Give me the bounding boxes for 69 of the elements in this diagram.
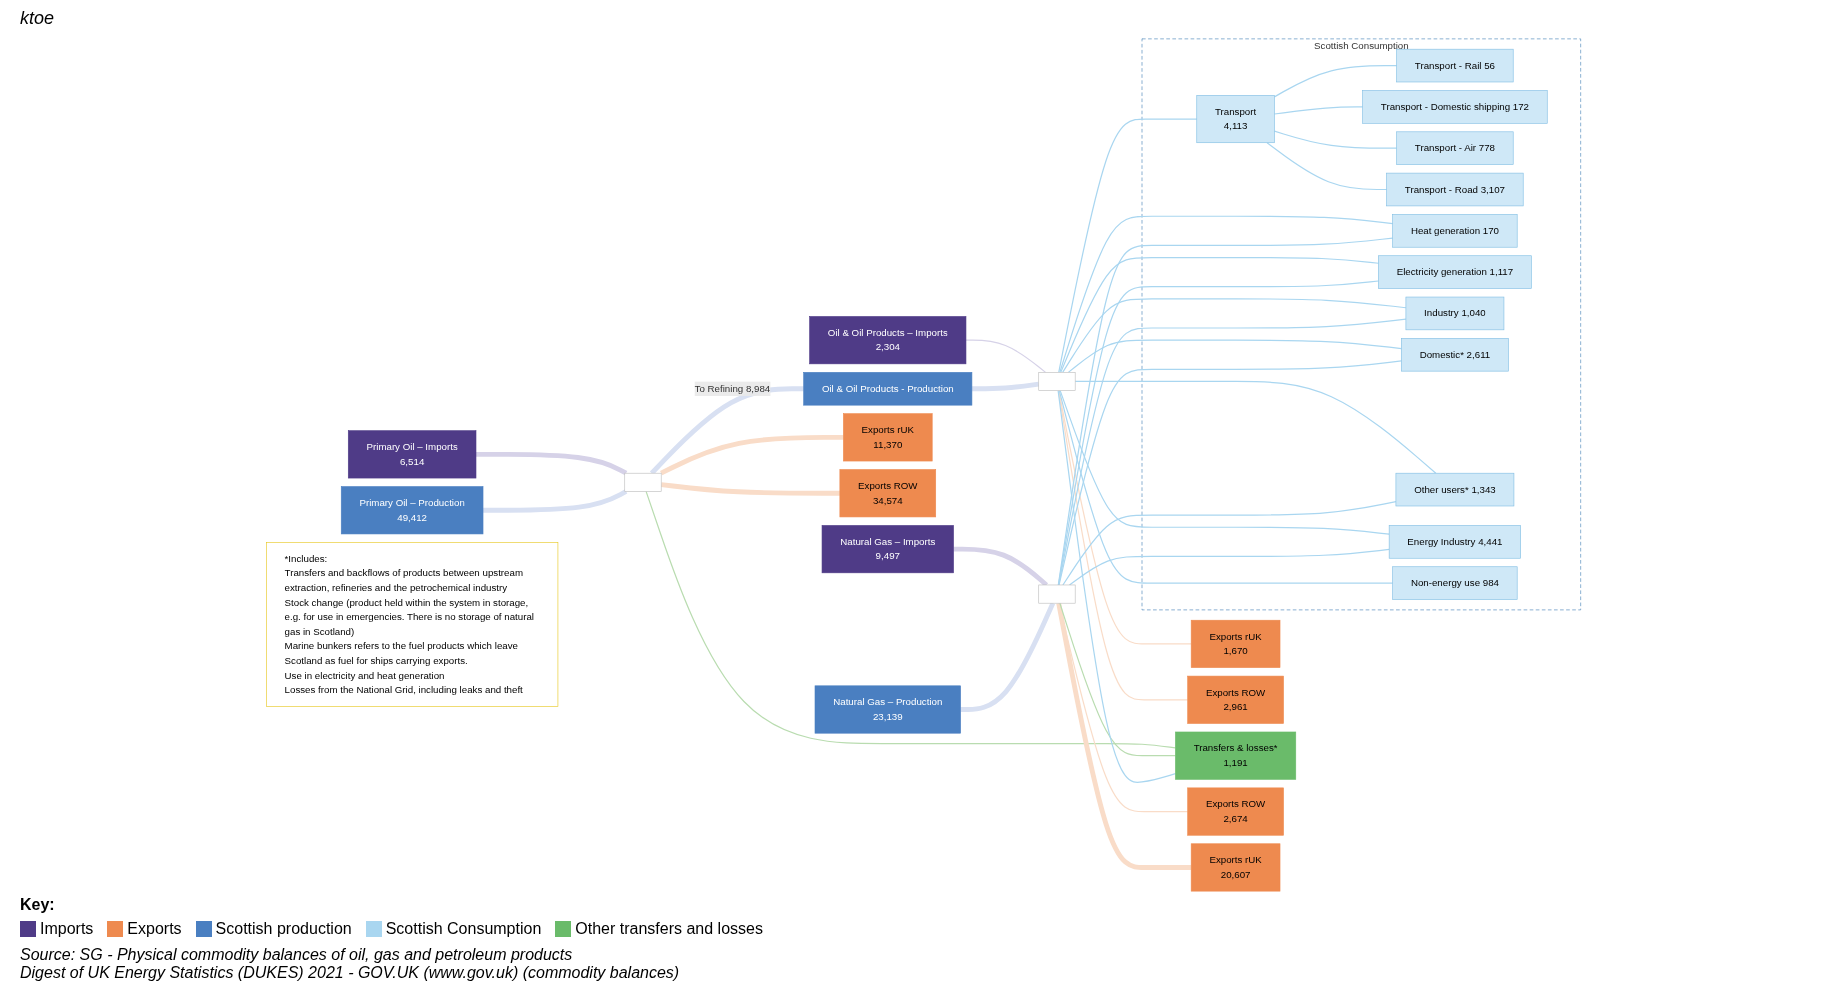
legend-label: Imports <box>40 920 94 938</box>
node-box: Exports ROW 2,961 <box>1187 675 1284 724</box>
connector <box>1273 130 1398 149</box>
node-box: Exports rUK 11,370 <box>843 413 933 462</box>
node-box: Heat generation 170 <box>1392 214 1518 248</box>
legend-label: Other transfers and losses <box>575 920 763 938</box>
key-title: Key: <box>20 896 55 914</box>
legend-label: Scottish Consumption <box>385 920 542 938</box>
node-box: Exports ROW 34,574 <box>839 469 937 518</box>
node-box: Transport - Domestic shipping 172 <box>1362 90 1548 124</box>
connector <box>1058 389 1394 584</box>
connector <box>1059 389 1390 535</box>
legend-label: Scottish production <box>215 920 352 938</box>
node-box: Primary Oil – Imports 6,514 <box>347 430 477 479</box>
connector <box>1059 602 1177 757</box>
connector <box>1067 339 1402 373</box>
node-box: Non-energy use 984 <box>1392 566 1518 600</box>
node-box: Exports ROW 2,674 <box>1187 787 1284 836</box>
connector <box>1060 256 1380 373</box>
node-box: Natural Gas – Imports 9,497 <box>821 525 954 574</box>
connector <box>1058 318 1407 586</box>
connector <box>1266 142 1388 191</box>
edge-label: To Refining 8,984 <box>694 383 771 394</box>
source-note: Digest of UK Energy Statistics (DUKES) 2021 - GOV.UK (www.gov.uk) (commodity balances) <box>20 964 681 982</box>
connector <box>965 339 1047 373</box>
connector <box>1068 548 1390 586</box>
node-box: Transport - Air 778 <box>1396 131 1514 165</box>
connector <box>645 490 1177 749</box>
connector <box>971 381 1040 392</box>
node-box: Electricity generation 1,117 <box>1378 255 1532 289</box>
node-box: *Includes: Transfers and backflows of products between upstream extraction, refineries and the petrochemical industry Stock change (product held within the system in storage, e.g. for use in emergencies. There is no storage of natural gas in Scotland) Marine bunkers refers to the fuel products which leave Scotland as fuel for ships carrying exports. Use in electricity and heat generation Losses from the National Grid, including leaks and theft <box>266 542 559 707</box>
node-box: Exports rUK 20,607 <box>1190 843 1281 892</box>
connector <box>483 489 628 513</box>
connector <box>1074 380 1437 474</box>
node-bar <box>1038 372 1076 391</box>
node-box: Oil & Oil Products – Imports 2,304 <box>809 316 967 365</box>
connector <box>1057 389 1177 783</box>
connector <box>660 434 844 476</box>
connector <box>1058 118 1198 373</box>
node-box: Primary Oil – Production 49,412 <box>340 486 484 535</box>
node-box: Exports rUK 1,670 <box>1190 619 1281 668</box>
node-box: Transport 4,113 <box>1196 95 1275 144</box>
node-box: Transport - Rail 56 <box>1396 48 1514 83</box>
connector <box>1058 602 1189 813</box>
node-box: Natural Gas – Production 23,139 <box>814 685 961 734</box>
node-bar <box>1038 584 1076 604</box>
connector <box>1062 500 1397 586</box>
connector <box>1273 65 1398 98</box>
connector <box>1059 215 1394 373</box>
connector <box>1056 602 1192 870</box>
unit-label: ktoe <box>20 8 55 28</box>
connector <box>1057 237 1394 586</box>
connector <box>1062 298 1407 373</box>
node-bar <box>624 472 662 492</box>
connector <box>1273 106 1364 115</box>
connector <box>649 386 804 475</box>
node-box: Other users* 1,343 <box>1395 472 1515 507</box>
connector <box>960 602 1056 712</box>
source-note: Source: SG - Physical commodity balances of oil, gas and petroleum products <box>20 946 574 964</box>
connector <box>476 451 628 476</box>
node-box: Industry 1,040 <box>1405 296 1505 331</box>
node-box: Energy Industry 4,441 <box>1388 525 1521 559</box>
legend-label: Exports <box>127 920 182 938</box>
node-box: Domestic* 2,611 <box>1401 338 1509 372</box>
node-box: Oil & Oil Products - Production <box>803 372 973 406</box>
connector <box>660 482 840 496</box>
node-box: Transfers & losses* 1,191 <box>1175 731 1297 780</box>
connector <box>1058 360 1402 586</box>
node-box: Transport - Road 3,107 <box>1386 172 1524 207</box>
